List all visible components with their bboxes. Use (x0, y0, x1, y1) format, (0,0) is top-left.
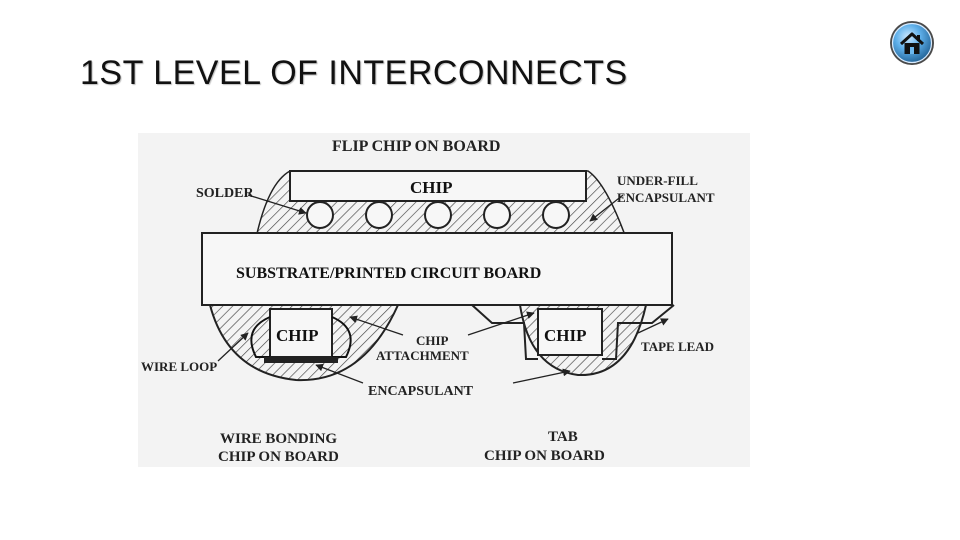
tape-lead-pointer (637, 318, 669, 334)
solder-pointer (247, 194, 307, 215)
tape-lead-label: TAPE LEAD (641, 339, 714, 354)
wire-loop-right (331, 316, 352, 358)
top-chip-label: CHIP (410, 178, 453, 197)
tape-lead-left (471, 304, 538, 360)
tab-chip (537, 308, 603, 356)
underfill-label: UNDER-FILL (617, 173, 698, 188)
underfill-encapsulant-label: ENCAPSULANT (617, 190, 715, 205)
home-button[interactable] (888, 19, 936, 67)
wire-bond-chip (269, 308, 333, 358)
substrate-label: SUBSTRATE/PRINTED CIRCUIT BOARD (236, 265, 541, 282)
encapsulant-pointer-left (315, 363, 364, 384)
interconnect-diagram: FLIP CHIP ON BOARD CHIP SOLDER UNDER-FIL… (138, 133, 750, 467)
underfill-pointer (589, 194, 624, 222)
tab-label-2: CHIP ON BOARD (484, 448, 605, 464)
page-title: 1ST LEVEL OF INTERCONNECTS (80, 54, 628, 92)
tab-label-1: TAB (548, 429, 578, 445)
right-chip-label: CHIP (544, 326, 587, 345)
chip-attachment-label-2: ATTACHMENT (376, 348, 469, 363)
wire-loop-left (250, 316, 271, 358)
wire-bonding-label-2: CHIP ON BOARD (218, 449, 339, 465)
flip-chip-on-board-label: FLIP CHIP ON BOARD (332, 138, 500, 155)
substrate-board (201, 232, 673, 306)
solder-label: SOLDER (196, 186, 254, 201)
wire-loop-pointer (217, 332, 249, 362)
wire-bonding-label-1: WIRE BONDING (220, 431, 337, 447)
home-icon (890, 21, 934, 65)
tape-lead-right (602, 304, 675, 360)
chip-attachment-pointer (349, 315, 404, 336)
chip-attachment-label-1: CHIP (416, 333, 449, 348)
encapsulant-label: ENCAPSULANT (368, 384, 474, 399)
wire-loop-label: WIRE LOOP (141, 359, 217, 374)
encapsulant-pointer-right (512, 368, 571, 384)
left-chip-label: CHIP (276, 326, 319, 345)
chip-attachment-pointer-2 (467, 311, 535, 336)
chip-attachment-layer (264, 357, 338, 363)
solder-bumps (306, 201, 570, 229)
flip-chip (289, 170, 587, 202)
